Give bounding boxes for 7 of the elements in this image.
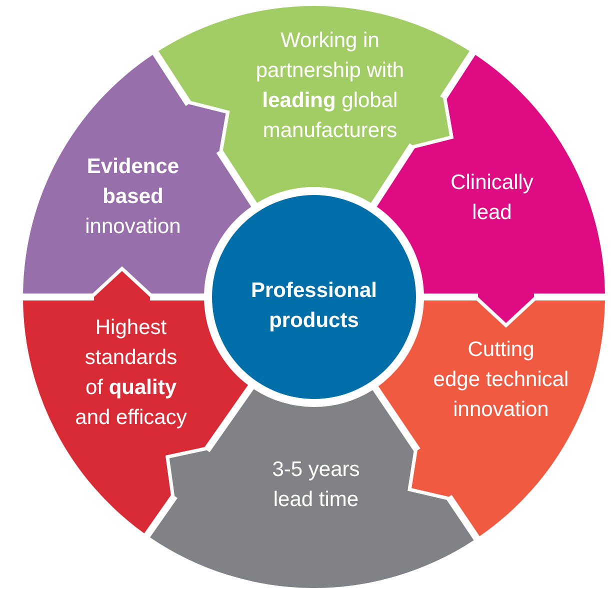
segment-label: Working in partnership with leading global manufacturers [256, 28, 404, 144]
segment-label: Highest standards of quality and efficacy [75, 315, 187, 431]
segment-label: 3-5 years lead time [272, 457, 360, 513]
segment-label: Clinically lead [450, 170, 534, 226]
segment-label: Evidence based innovation [85, 154, 181, 240]
segment-label: Cutting edge technical innovation [433, 337, 569, 423]
center-label: Professional products [250, 278, 378, 334]
